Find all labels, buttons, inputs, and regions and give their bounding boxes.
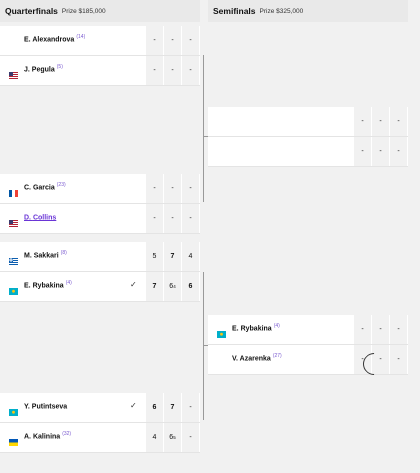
set-score: - — [354, 107, 371, 136]
set-score: - — [146, 56, 163, 85]
match-card-sf-2[interactable]: E. Rybakina(4) - - - V. Azarenka(27) - -… — [208, 315, 408, 375]
usa-flag-icon — [9, 66, 18, 79]
greece-flag-icon — [9, 252, 18, 265]
set-score: - — [164, 174, 181, 203]
player-name[interactable]: E. Rybakina(4) — [232, 323, 280, 333]
set-score: - — [372, 137, 389, 166]
player-row[interactable]: C. Garcia(23) - - - — [0, 174, 200, 204]
kazakhstan-flag-icon — [9, 403, 18, 416]
set-score: - — [354, 315, 371, 344]
set-score: - — [182, 174, 199, 203]
player-row[interactable]: M. Sakkari(8) 5 7 4 — [0, 242, 200, 272]
winner-check-icon: ✓ — [130, 280, 137, 289]
player-row[interactable]: - - - — [208, 107, 408, 137]
set-score: 4 — [182, 242, 199, 271]
set-score: 6 — [146, 393, 163, 422]
set-score: 7 — [164, 242, 181, 271]
player-row[interactable]: J. Pegula(5) - - - — [0, 56, 200, 86]
set-score: 6 — [182, 272, 199, 301]
set-score: - — [390, 137, 407, 166]
ukraine-flag-icon — [9, 433, 18, 446]
quarterfinals-header: Quarterfinals Prize $185,000 — [0, 0, 200, 22]
player-name[interactable]: Y. Putintseva — [24, 403, 68, 411]
semifinals-header: Semifinals Prize $325,000 — [208, 0, 408, 22]
set-score: - — [182, 393, 199, 422]
set-score: - — [390, 345, 407, 374]
set-score: - — [182, 26, 199, 55]
set-score: - — [372, 315, 389, 344]
match-card-qf-4[interactable]: Y. Putintseva ✓ 6 7 - A. Kalinina(32) 4 … — [0, 393, 200, 453]
set-score: - — [182, 204, 199, 233]
bracket-line — [203, 55, 204, 202]
set-score: - — [390, 107, 407, 136]
set-score: 5 — [146, 242, 163, 271]
set-score: - — [146, 204, 163, 233]
player-name[interactable]: V. Azarenka(27) — [232, 353, 282, 363]
quarterfinals-title: Quarterfinals — [5, 6, 58, 16]
set-score: - — [390, 315, 407, 344]
set-score: - — [146, 174, 163, 203]
set-score: - — [164, 56, 181, 85]
player-name[interactable]: C. Garcia(23) — [24, 182, 66, 192]
set-score: - — [182, 423, 199, 452]
set-score: - — [372, 345, 389, 374]
player-name[interactable]: M. Sakkari(8) — [24, 250, 67, 260]
match-card-qf-3[interactable]: M. Sakkari(8) 5 7 4 E. Rybakina(4) ✓ 7 6… — [0, 242, 200, 302]
semifinals-prize: Prize $325,000 — [259, 7, 304, 15]
player-row[interactable]: - - - — [208, 137, 408, 167]
kazakhstan-flag-icon — [217, 325, 226, 338]
match-card-qf-1[interactable]: E. Alexandrova(14) - - - J. Pegula(5) - … — [0, 26, 200, 86]
player-name[interactable]: E. Rybakina(4) — [24, 280, 72, 290]
set-score: - — [146, 26, 163, 55]
set-score: - — [372, 107, 389, 136]
player-row[interactable]: D. Collins - - - — [0, 204, 200, 234]
player-name[interactable]: E. Alexandrova(14) — [24, 34, 86, 44]
match-card-sf-1[interactable]: - - - - - - — [208, 107, 408, 167]
quarterfinals-prize: Prize $185,000 — [61, 7, 106, 15]
player-name-link[interactable]: D. Collins — [24, 214, 57, 222]
usa-flag-icon — [9, 214, 18, 227]
player-row[interactable]: E. Rybakina(4) - - - — [208, 315, 408, 345]
player-row[interactable]: V. Azarenka(27) - - - — [208, 345, 408, 375]
set-score: - — [164, 204, 181, 233]
player-name[interactable]: A. Kalinina(32) — [24, 431, 72, 441]
player-name[interactable]: J. Pegula(5) — [24, 64, 63, 74]
set-score: - — [182, 56, 199, 85]
semifinals-title: Semifinals — [213, 6, 256, 16]
set-score: - — [354, 137, 371, 166]
set-score: - — [354, 345, 371, 374]
bracket-line — [204, 136, 208, 137]
kazakhstan-flag-icon — [9, 282, 18, 295]
match-card-qf-2[interactable]: C. Garcia(23) - - - D. Collins - - - — [0, 174, 200, 234]
bracket-line — [204, 345, 208, 346]
set-score: 4 — [146, 423, 163, 452]
france-flag-icon — [9, 184, 18, 197]
set-score: - — [164, 26, 181, 55]
bracket-line — [203, 272, 204, 420]
set-score: 7 — [164, 393, 181, 422]
player-row[interactable]: E. Alexandrova(14) - - - — [0, 26, 200, 56]
winner-check-icon: ✓ — [130, 401, 137, 410]
player-row[interactable]: Y. Putintseva ✓ 6 7 - — [0, 393, 200, 423]
set-score: 7 — [146, 272, 163, 301]
